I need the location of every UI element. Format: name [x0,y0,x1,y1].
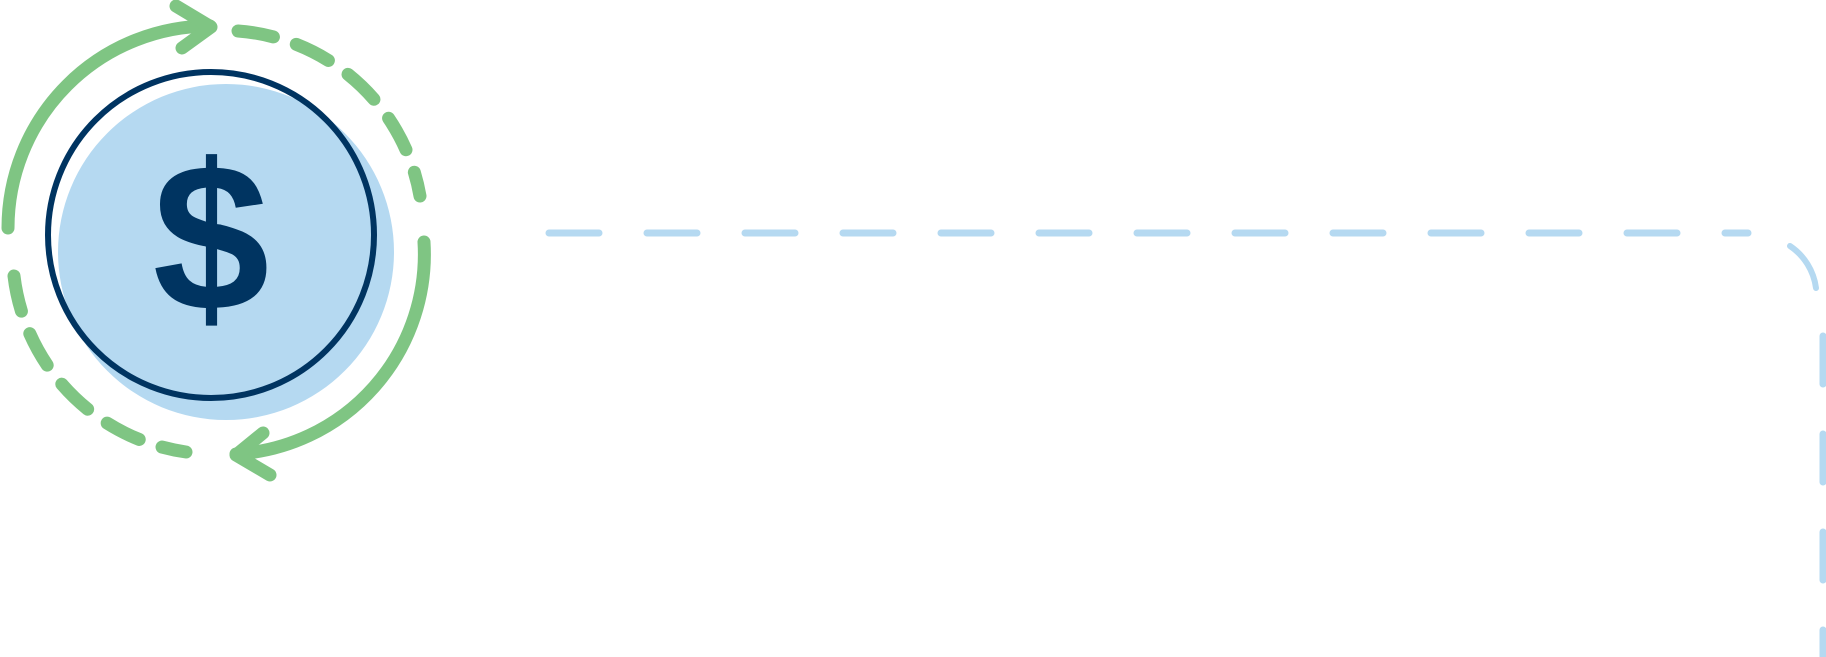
cycle-dashed-arc-bottom-left [7,269,193,459]
cycle-dashed-arc-top-right [231,24,427,203]
dollar-icon: $ [153,120,270,355]
connector-corner [1787,243,1819,291]
arrow-head-bottom-icon [229,426,277,482]
coin-shadow-disc [58,84,394,420]
coin-outline [45,69,377,401]
arrow-head-top-icon [169,0,218,55]
cycle-arc-bottom-right [229,235,431,461]
cycle-arc-top-left [1,19,217,235]
